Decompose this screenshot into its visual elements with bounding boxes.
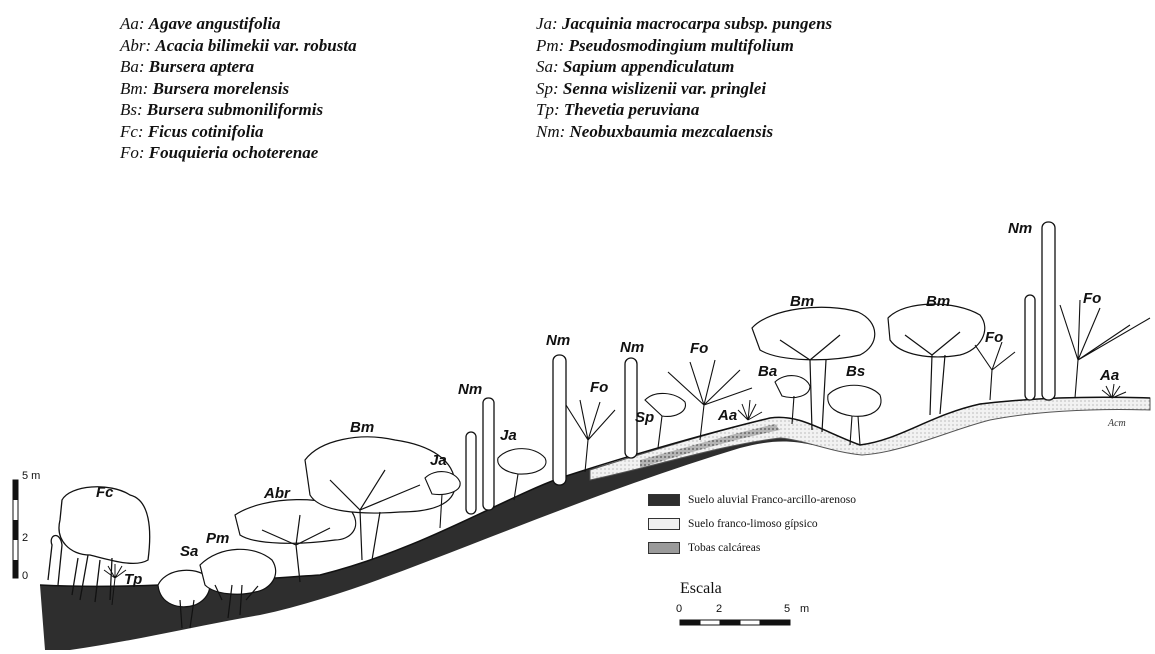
scale-unit: m: [800, 603, 809, 615]
vscale-mid-label: 2: [22, 532, 28, 544]
label-bs: Bs: [846, 363, 865, 380]
soil-legend: Suelo aluvial Franco-arcillo-arenoso Sue…: [648, 488, 856, 560]
scale-tick-5: 5: [784, 603, 790, 615]
label-ja1: Ja: [430, 452, 447, 469]
vscale-bottom-label: 0: [22, 570, 28, 582]
label-abr: Abr: [263, 485, 291, 502]
label-fo2: Fo: [690, 340, 708, 357]
soil-legend-item: Tobas calcáreas: [648, 536, 856, 560]
plant-nm4: [1025, 222, 1055, 400]
artist-credit: Acm: [1108, 418, 1126, 429]
vertical-scale-bar: [13, 480, 18, 578]
plant-nm2: [553, 355, 566, 485]
label-sp: Sp: [635, 409, 654, 426]
plant-fo3: [975, 342, 1015, 400]
gypsum-swatch: [648, 518, 680, 530]
scale-title: Escala: [680, 580, 722, 598]
label-nm1: Nm: [458, 381, 482, 398]
label-fo3: Fo: [985, 329, 1003, 346]
label-ba: Ba: [758, 363, 777, 380]
label-pm: Pm: [206, 530, 229, 547]
label-bm2: Bm: [790, 293, 814, 310]
plant-nm3: [625, 358, 637, 458]
tuff-swatch: [648, 542, 680, 554]
plant-nm1: [466, 398, 494, 514]
label-nm2: Nm: [546, 332, 570, 349]
soil-legend-item: Suelo aluvial Franco-arcillo-arenoso: [648, 488, 856, 512]
calcareous-tuff-layer: [640, 424, 780, 468]
plant-fo1: [566, 400, 615, 472]
plant-aa1: [738, 400, 762, 420]
scale-tick-2: 2: [716, 603, 722, 615]
plant-aa2: [1102, 384, 1126, 398]
label-ja2: Ja: [500, 427, 517, 444]
plant-bm3: [888, 304, 985, 415]
label-fc: Fc: [96, 484, 114, 501]
label-nm3: Nm: [620, 339, 644, 356]
vscale-top-label: 5 m: [22, 470, 40, 482]
soil-legend-item: Suelo franco-limoso gípsico: [648, 512, 856, 536]
label-fo4: Fo: [1083, 290, 1101, 307]
label-bm1: Bm: [350, 419, 374, 436]
alluvial-swatch: [648, 494, 680, 506]
label-sa: Sa: [180, 543, 198, 560]
label-nm4: Nm: [1008, 220, 1032, 237]
horizontal-scale-bar: [680, 620, 790, 625]
scale-tick-0: 0: [676, 603, 682, 615]
label-fo1: Fo: [590, 379, 608, 396]
label-tp: Tp: [124, 571, 142, 588]
label-aa2: Aa: [1099, 367, 1119, 384]
label-aa1: Aa: [717, 407, 737, 424]
label-bm3: Bm: [926, 293, 950, 310]
